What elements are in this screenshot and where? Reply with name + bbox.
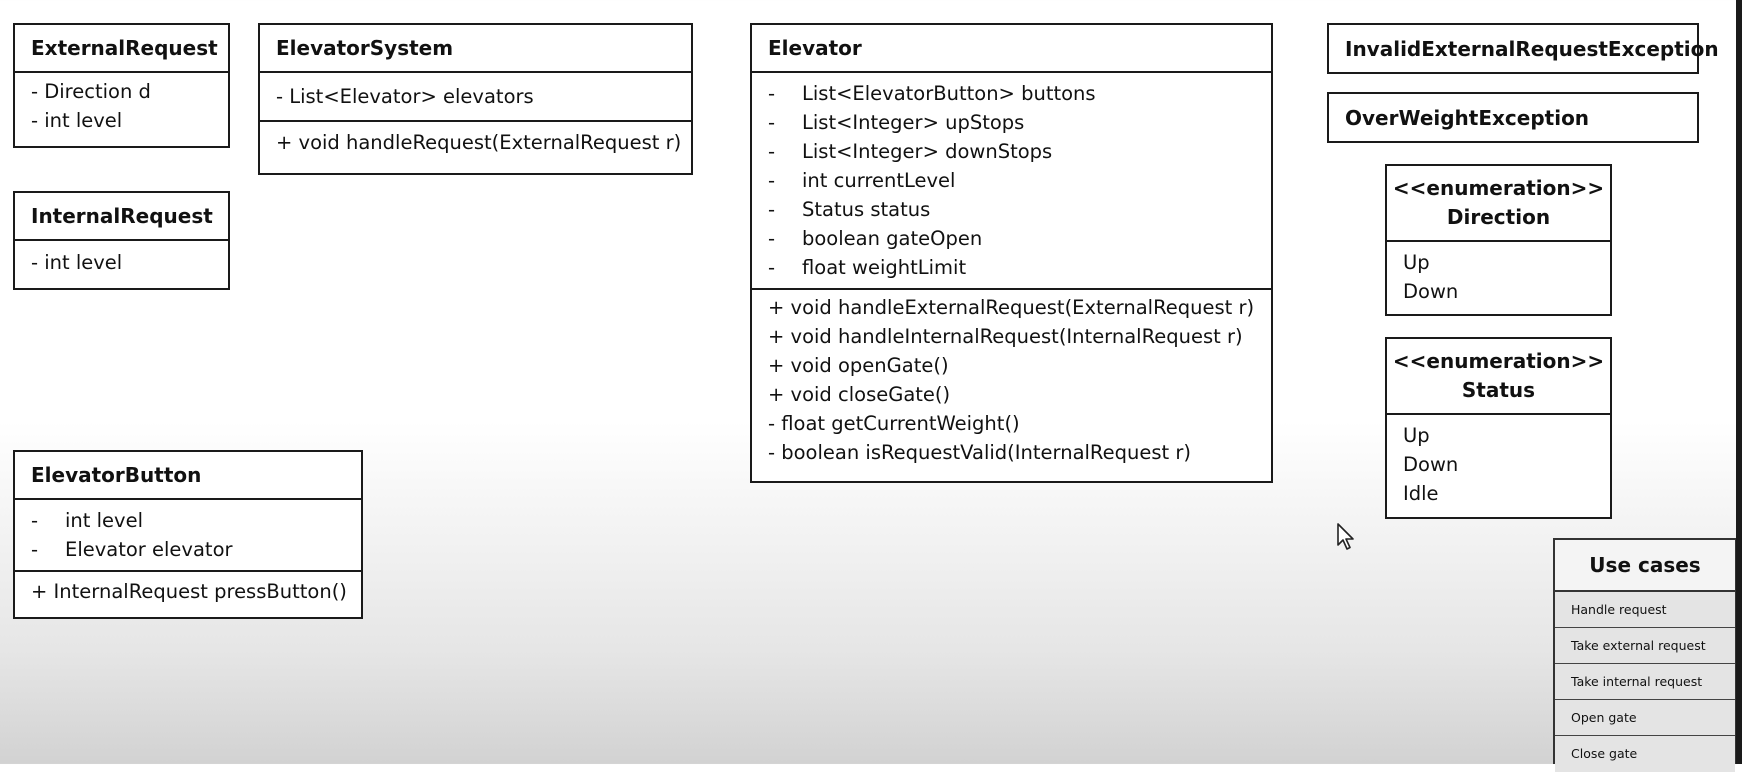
- class-name: Elevator: [752, 25, 1271, 73]
- enum-value: Down: [1403, 280, 1459, 303]
- attribute: - float weightLimit: [768, 253, 1255, 282]
- class-attributes: - int level: [15, 241, 228, 287]
- stereotype-label: <<enumeration>>: [1392, 176, 1605, 200]
- right-edge-frame: [1736, 0, 1742, 764]
- enum-header: <<enumeration>> Direction: [1387, 166, 1610, 242]
- stereotype-label: <<enumeration>>: [1392, 349, 1605, 373]
- class-invalid-external-request-exception: InvalidExternalRequestException: [1327, 23, 1719, 74]
- visibility: -: [31, 509, 39, 532]
- use-cases-title: Use cases: [1555, 540, 1735, 592]
- attribute: - List<ElevatorButton> buttons: [768, 79, 1255, 108]
- visibility: -: [768, 111, 776, 134]
- class-attributes: - List<ElevatorButton> buttons - List<Inte…: [752, 73, 1271, 290]
- visibility: -: [768, 256, 776, 279]
- class-methods: + void handleExternalRequest(ExternalReq…: [752, 290, 1271, 477]
- class-attributes: - List<Elevator> elevators: [260, 73, 691, 122]
- use-case-item: Open gate: [1555, 700, 1735, 736]
- use-case-item: Take external request: [1555, 628, 1735, 664]
- method: + void openGate(): [768, 354, 949, 377]
- enum-name: Direction: [1446, 205, 1551, 229]
- attribute: - List<Integer> downStops: [768, 137, 1255, 166]
- attribute-text: List<ElevatorButton> buttons: [802, 82, 1096, 105]
- method: - float getCurrentWeight(): [768, 412, 1020, 435]
- class-methods: + void handleRequest(ExternalRequest r): [260, 122, 691, 167]
- attribute: - int level: [31, 506, 345, 535]
- method: + void closeGate(): [768, 383, 951, 406]
- enum-value: Up: [1403, 251, 1430, 274]
- method: - boolean isRequestValid(InternalRequest…: [768, 441, 1191, 464]
- enum-name: Status: [1461, 378, 1536, 402]
- visibility: -: [768, 140, 776, 163]
- class-attributes: - Direction d - int level: [15, 73, 228, 145]
- attribute-text: boolean gateOpen: [802, 227, 983, 250]
- enum-status: <<enumeration>> Status Up Down Idle: [1385, 337, 1612, 519]
- class-name: ElevatorButton: [15, 452, 361, 500]
- class-name: InvalidExternalRequestException: [1345, 36, 1719, 61]
- class-elevator: Elevator - List<ElevatorButton> buttons -…: [750, 23, 1273, 483]
- attribute: - Status status: [768, 195, 1255, 224]
- use-cases-panel: Use cases Handle request Take external r…: [1553, 538, 1737, 772]
- method: + void handleRequest(ExternalRequest r): [276, 131, 682, 154]
- enum-direction: <<enumeration>> Direction Up Down: [1385, 164, 1612, 316]
- attribute-text: List<Integer> downStops: [802, 140, 1053, 163]
- attribute: - int level: [31, 251, 123, 274]
- attribute-text: int level: [65, 509, 143, 532]
- enum-header: <<enumeration>> Status: [1387, 339, 1610, 415]
- attribute-text: List<Integer> upStops: [802, 111, 1025, 134]
- method: + void handleExternalRequest(ExternalReq…: [768, 296, 1255, 319]
- attribute-text: Status status: [802, 198, 931, 221]
- attribute: - Elevator elevator: [31, 535, 345, 564]
- visibility: -: [768, 169, 776, 192]
- class-name: OverWeightException: [1345, 105, 1590, 130]
- class-elevator-system: ElevatorSystem - List<Elevator> elevator…: [258, 23, 693, 175]
- method: + void handleInternalRequest(InternalReq…: [768, 325, 1243, 348]
- enum-value: Idle: [1403, 482, 1439, 505]
- attribute: - int level: [31, 109, 123, 132]
- visibility: -: [31, 538, 39, 561]
- class-methods: + InternalRequest pressButton(): [15, 572, 361, 616]
- enum-values: Up Down: [1387, 242, 1610, 316]
- attribute: - int currentLevel: [768, 166, 1255, 195]
- attribute: - List<Elevator> elevators: [276, 85, 534, 108]
- use-case-item: Handle request: [1555, 592, 1735, 628]
- attribute-text: Elevator elevator: [65, 538, 233, 561]
- enum-value: Down: [1403, 453, 1459, 476]
- class-internal-request: InternalRequest - int level: [13, 191, 230, 290]
- attribute-text: int currentLevel: [802, 169, 956, 192]
- visibility: -: [768, 198, 776, 221]
- visibility: -: [768, 82, 776, 105]
- class-external-request: ExternalRequest - Direction d - int leve…: [13, 23, 230, 148]
- method: + InternalRequest pressButton(): [31, 580, 347, 603]
- class-elevator-button: ElevatorButton - int level - Elevator el…: [13, 450, 363, 619]
- class-name: InternalRequest: [15, 193, 228, 241]
- enum-value: Up: [1403, 424, 1430, 447]
- attribute: - Direction d: [31, 80, 151, 103]
- use-case-item: Take internal request: [1555, 664, 1735, 700]
- attribute-text: float weightLimit: [802, 256, 967, 279]
- visibility: -: [768, 227, 776, 250]
- class-name: ExternalRequest: [15, 25, 228, 73]
- class-name: ElevatorSystem: [260, 25, 691, 73]
- attribute: - boolean gateOpen: [768, 224, 1255, 253]
- attribute: - List<Integer> upStops: [768, 108, 1255, 137]
- class-overweight-exception: OverWeightException: [1327, 92, 1699, 143]
- enum-values: Up Down Idle: [1387, 415, 1610, 518]
- mouse-pointer-icon: [1336, 522, 1356, 556]
- class-attributes: - int level - Elevator elevator: [15, 500, 361, 572]
- use-case-item: Close gate: [1555, 736, 1735, 772]
